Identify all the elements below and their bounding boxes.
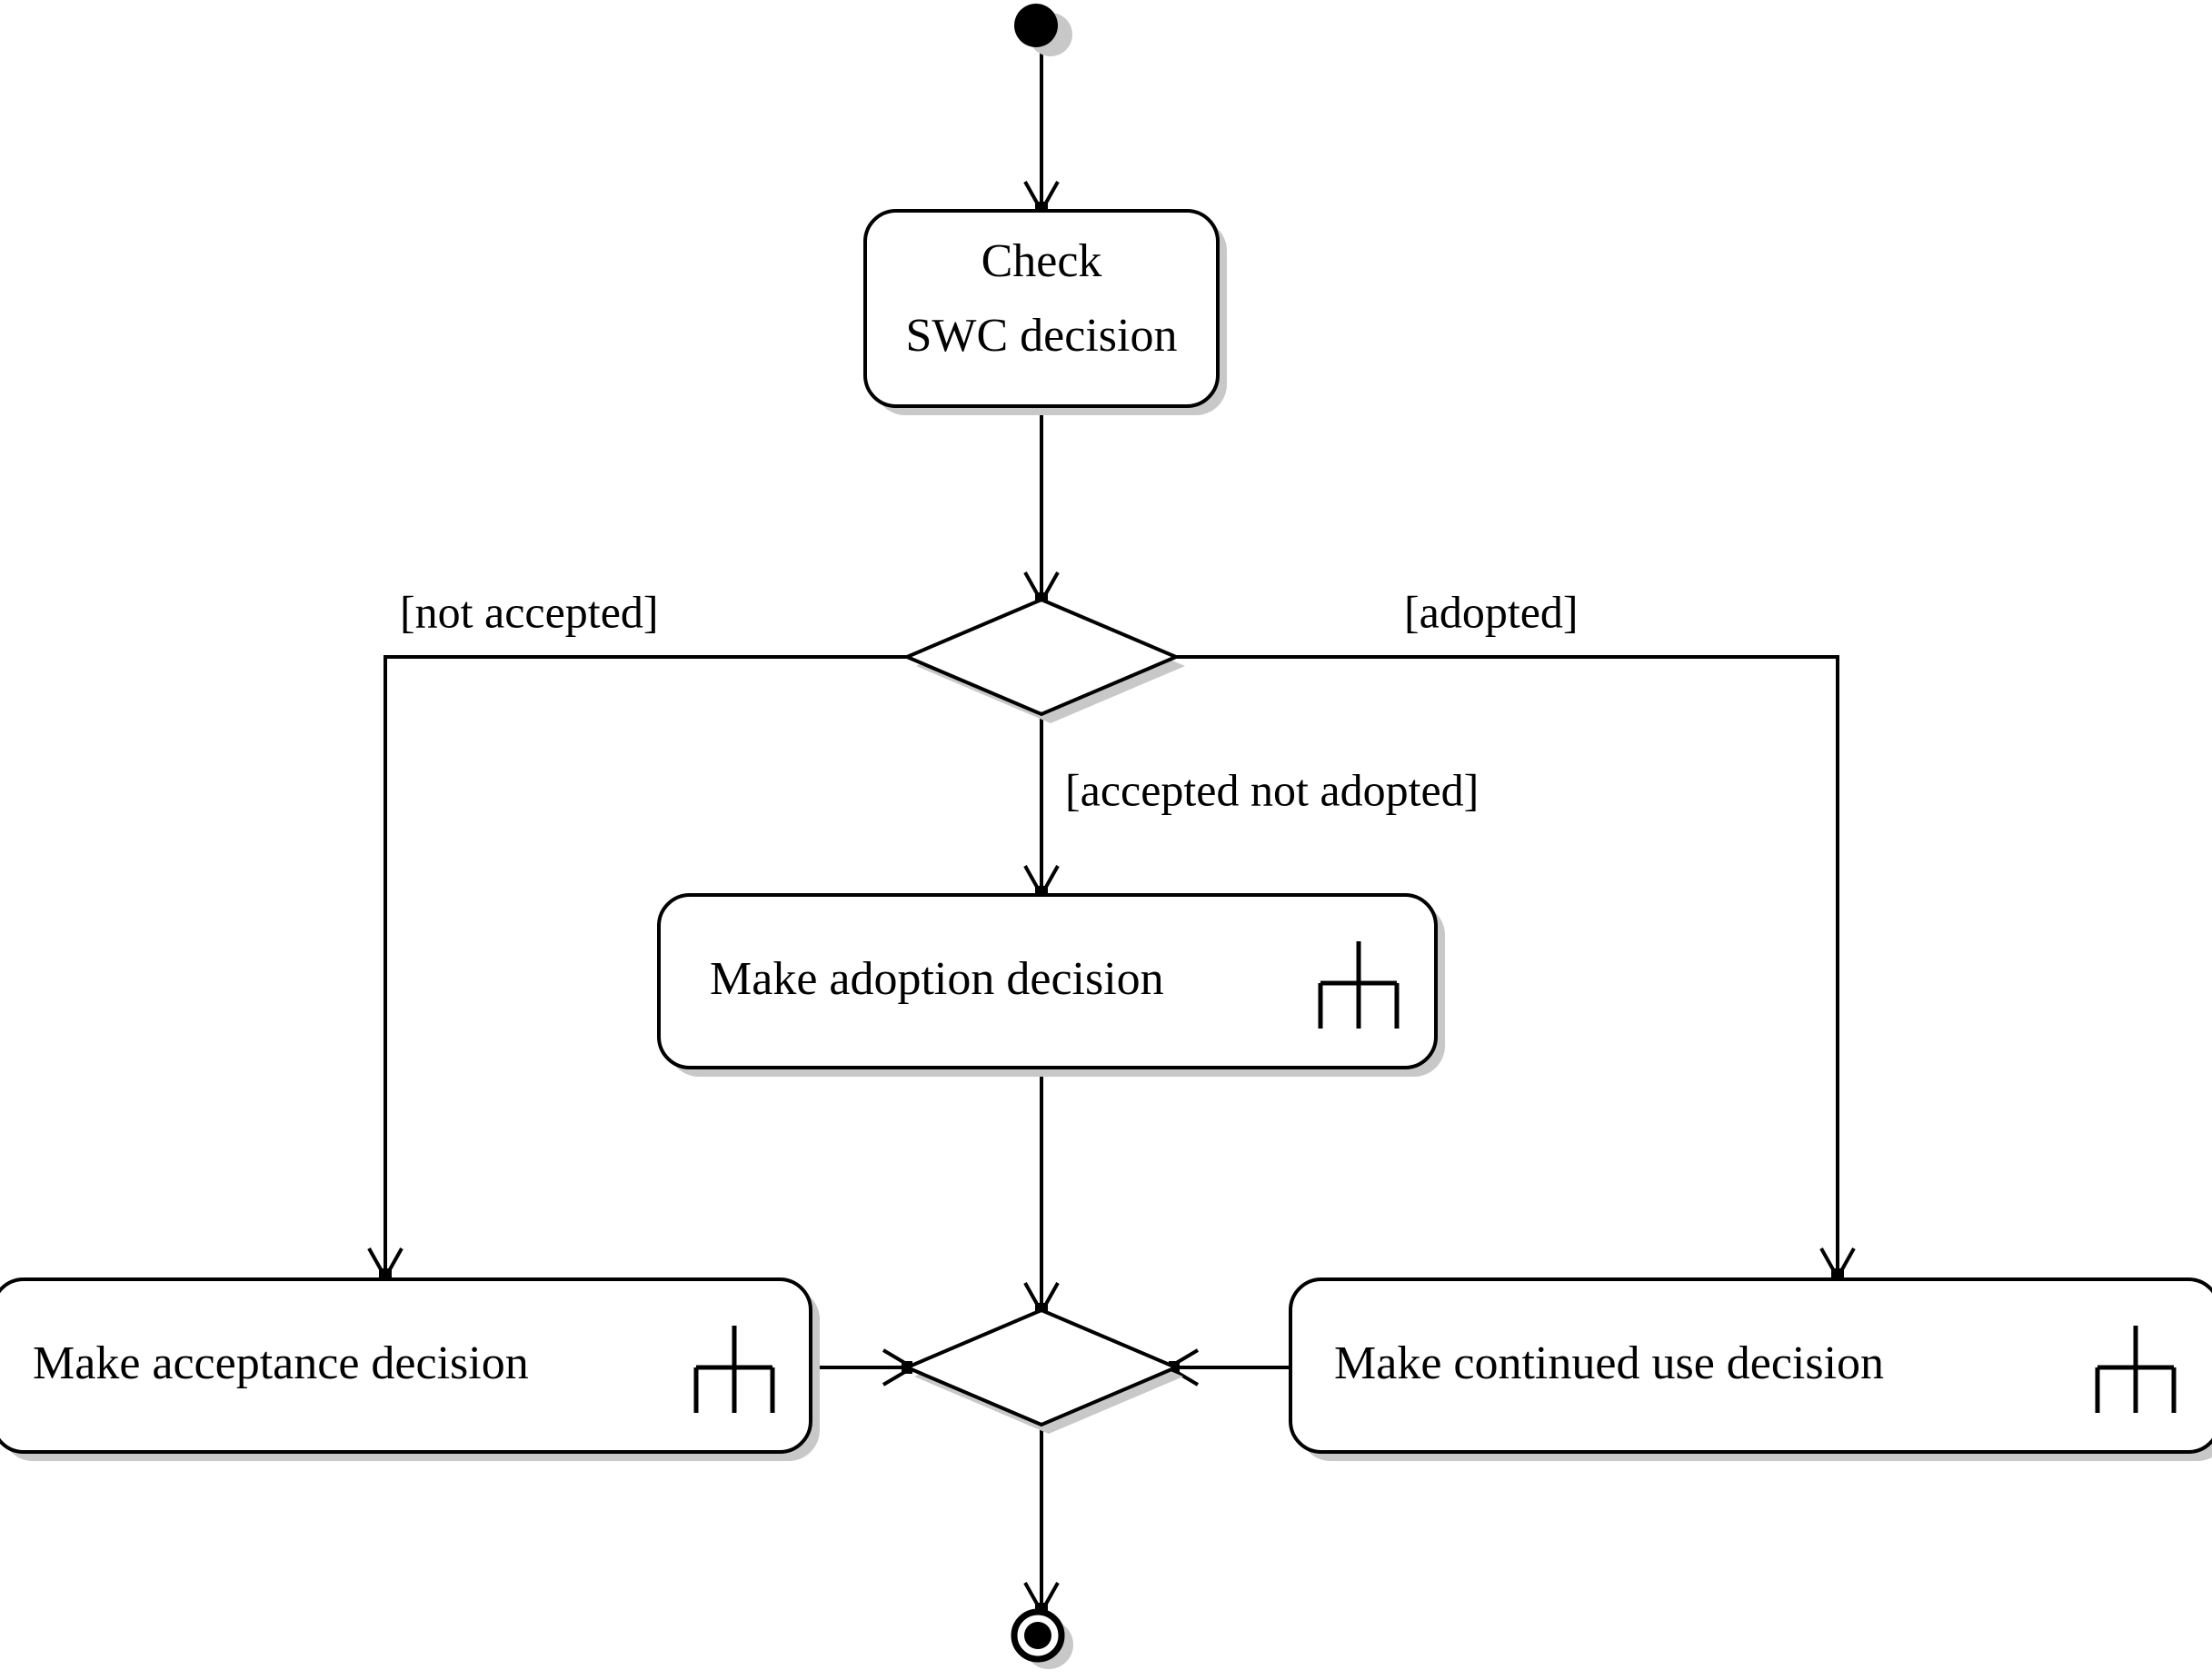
diamond-icon (902, 597, 1181, 717)
edge-check-to-decision (1023, 406, 1060, 606)
decision-node[interactable] (902, 597, 1185, 723)
guard-adopted-label: [adopted] (1404, 586, 1579, 637)
edge-adoption-to-merge (1023, 1068, 1060, 1317)
edge-decision-to-adoption (1023, 714, 1060, 900)
rake-icon (1318, 941, 1400, 1029)
initial-node (1014, 4, 1072, 56)
rake-icon (693, 1326, 775, 1413)
action-make-acceptance-decision[interactable]: Make acceptance decision (0, 1277, 820, 1461)
action-make-continued-use-decision[interactable]: Make continued use decision (1289, 1277, 2212, 1461)
edge-continued-use-to-merge (1165, 1348, 1290, 1387)
action-make-continued-use-decision-label: Make continued use decision (1334, 1337, 1884, 1389)
final-node (1011, 1608, 1073, 1669)
guard-not-accepted-label: [not accepted] (400, 586, 659, 637)
action-check-swc-label-line2: SWC decision (906, 310, 1178, 362)
diamond-icon (902, 1307, 1181, 1427)
action-make-adoption-decision[interactable]: Make adoption decision (657, 893, 1445, 1077)
merge-node[interactable] (902, 1307, 1183, 1434)
action-check-swc-label-line1: Check (981, 235, 1102, 287)
action-make-acceptance-decision-label: Make acceptance decision (33, 1337, 529, 1389)
edge-start-to-check (1023, 47, 1060, 215)
edge-merge-to-end (1023, 1425, 1060, 1616)
edge-acceptance-to-merge (811, 1348, 916, 1387)
rake-icon (2095, 1326, 2177, 1413)
action-make-adoption-decision-label: Make adoption decision (710, 953, 1164, 1005)
guard-accepted-not-adopted-label: [accepted not adopted] (1065, 764, 1479, 815)
filled-circle-icon (1014, 4, 1058, 47)
action-check-swc[interactable]: Check SWC decision (863, 209, 1227, 415)
